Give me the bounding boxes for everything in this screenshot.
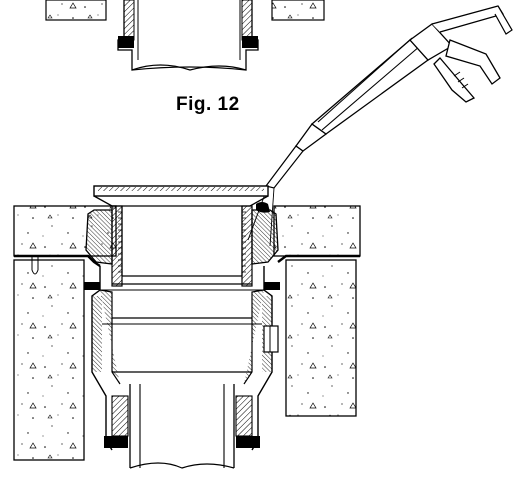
caulk-gun-plunger-rod xyxy=(431,5,504,33)
previous-figure-fragment xyxy=(45,0,325,71)
drain-assembly xyxy=(13,185,361,469)
seal-ring-top-right xyxy=(242,36,258,48)
caulk-bead xyxy=(256,202,270,213)
gasket-ring-right xyxy=(236,436,260,448)
gasket-top-right xyxy=(241,0,253,41)
caulk-gun-nozzle xyxy=(264,145,304,189)
figure-caption: Fig. 12 xyxy=(176,94,240,115)
caulk-gun-handle xyxy=(445,39,501,85)
seal-ring-top-left xyxy=(118,36,134,48)
compression-gasket-left xyxy=(111,395,129,437)
concrete-slab-lower-right xyxy=(285,259,357,417)
pipe-break-bottom xyxy=(129,462,235,469)
concrete-block-top-left xyxy=(45,0,107,21)
caulk-gun xyxy=(247,5,513,247)
waterproof-membrane-left xyxy=(14,254,101,267)
seal-ring-right xyxy=(264,282,280,290)
pipe-break-top xyxy=(131,64,247,71)
caulk-gun-trigger xyxy=(433,57,476,103)
concrete-block-top-right xyxy=(271,0,325,21)
compression-gasket-right xyxy=(235,395,253,437)
side-outlet xyxy=(263,325,279,353)
concrete-slab-lower-left xyxy=(13,259,85,461)
seal-ring-left xyxy=(84,282,100,290)
waterproof-membrane-right xyxy=(277,254,360,263)
gasket-ring-left xyxy=(104,436,128,448)
concrete-slab-upper-right xyxy=(273,205,361,257)
gasket-top-left xyxy=(123,0,135,41)
